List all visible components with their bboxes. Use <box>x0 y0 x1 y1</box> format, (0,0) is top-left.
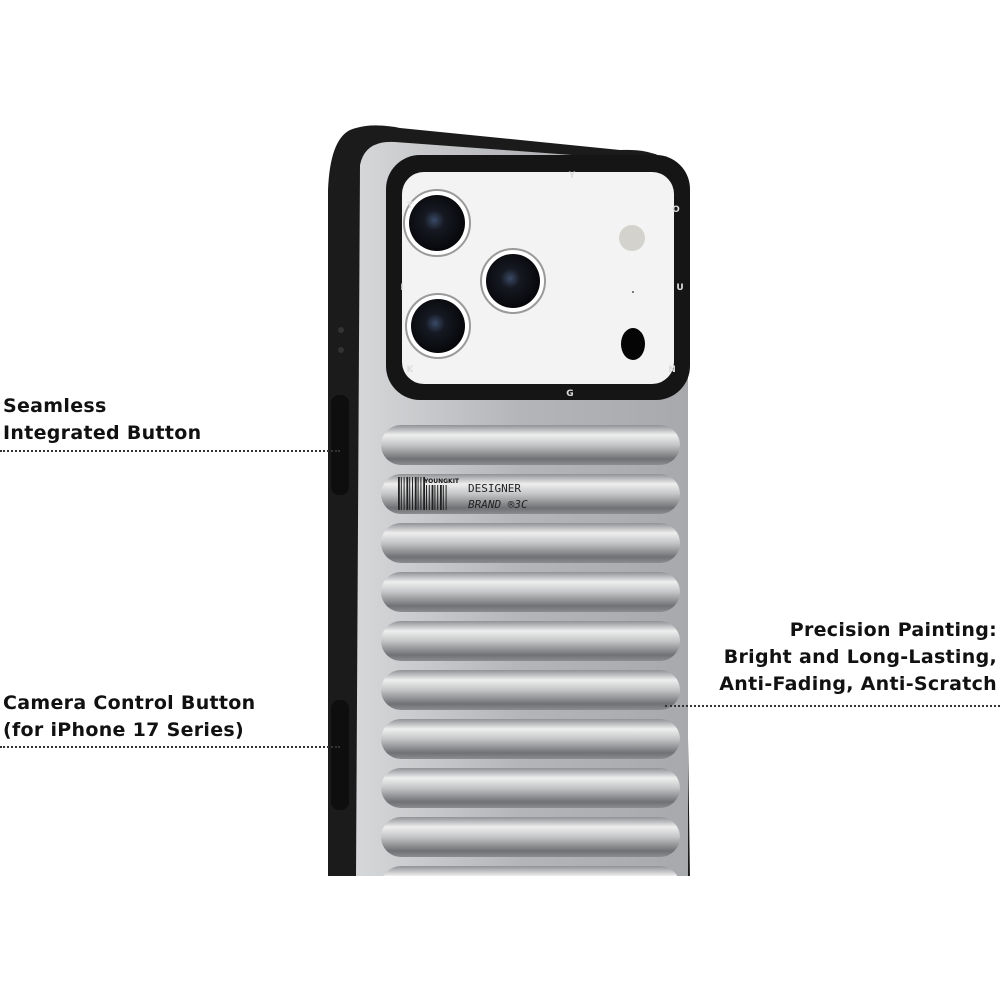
barcode-bar <box>442 485 444 510</box>
callout-line-seamless <box>0 450 340 452</box>
barcode-bar <box>398 477 400 510</box>
barcode-bar <box>403 477 405 510</box>
ring-letter: Y <box>568 171 576 181</box>
ring-letter: U <box>676 283 683 293</box>
callout-line-precision <box>665 705 1000 707</box>
lens <box>409 195 465 251</box>
flash <box>619 225 645 251</box>
ridge <box>381 817 680 857</box>
side-hole <box>338 327 344 333</box>
ring-letter: T <box>407 201 414 211</box>
callout-line-text: Anti-Fading, Anti-Scratch <box>719 673 997 695</box>
badge-line1: DESIGNER <box>468 482 521 495</box>
badge-brand: YOUNGKIT <box>423 478 460 485</box>
ridge <box>383 866 678 876</box>
callout-line-text: (for iPhone 17 Series) <box>3 719 245 741</box>
callout-line-text: Integrated Button <box>3 422 202 444</box>
ridges <box>381 425 680 876</box>
ring-letter: I <box>400 283 403 293</box>
barcode-bar <box>414 477 417 510</box>
ring-letter: G <box>566 389 573 399</box>
side-button-camera-control <box>331 700 349 810</box>
lidar-sensor <box>621 328 645 360</box>
callout-line-text: Camera Control Button <box>3 692 256 714</box>
barcode-bar <box>406 477 409 510</box>
barcode-bar <box>423 477 425 510</box>
callout-seamless-button: Seamless Integrated Button <box>3 393 201 447</box>
callout-line-text: Precision Painting: <box>789 619 997 641</box>
ridge <box>381 474 680 514</box>
ridge <box>381 719 680 759</box>
camera-lenses <box>403 189 645 360</box>
barcode-bar <box>426 485 427 510</box>
barcode-bar <box>428 485 430 510</box>
badge-line2: BRAND ®3C <box>468 498 528 511</box>
barcode-bar <box>431 485 434 510</box>
ridge <box>381 523 680 563</box>
barcode-bar <box>437 485 439 510</box>
callout-precision-painting: Precision Painting: Bright and Long-Last… <box>719 617 997 698</box>
barcode-bar <box>400 477 402 510</box>
barcode-bar <box>434 485 436 510</box>
lens <box>411 299 465 353</box>
microphone <box>632 291 634 293</box>
barcode-bar <box>417 477 419 510</box>
callout-line-text: Bright and Long-Lasting, <box>723 646 997 668</box>
lens <box>486 254 540 308</box>
side-hole <box>338 347 344 353</box>
ridge <box>381 572 680 612</box>
ring-letters: Y O U N G K I T <box>400 171 683 399</box>
ridge <box>381 670 680 710</box>
ring-letter: N <box>668 365 676 375</box>
brand-badge: YOUNGKIT DESIGNER BRAND ®3C <box>398 477 528 511</box>
ridge <box>381 425 680 465</box>
ridge <box>381 621 680 661</box>
ring-letter: K <box>407 365 415 375</box>
callout-line-camera-control <box>0 746 340 748</box>
barcode-bar <box>409 477 411 510</box>
barcode-bar <box>445 485 447 510</box>
barcode <box>398 477 447 510</box>
ring-letter: O <box>672 205 680 215</box>
barcode-bar <box>412 477 413 510</box>
callout-camera-control: Camera Control Button (for iPhone 17 Ser… <box>3 690 255 744</box>
callout-line-text: Seamless <box>3 395 107 417</box>
barcode-bar <box>440 485 442 510</box>
barcode-bar <box>420 477 422 510</box>
ridge <box>381 768 680 808</box>
side-button-integrated <box>331 395 349 495</box>
